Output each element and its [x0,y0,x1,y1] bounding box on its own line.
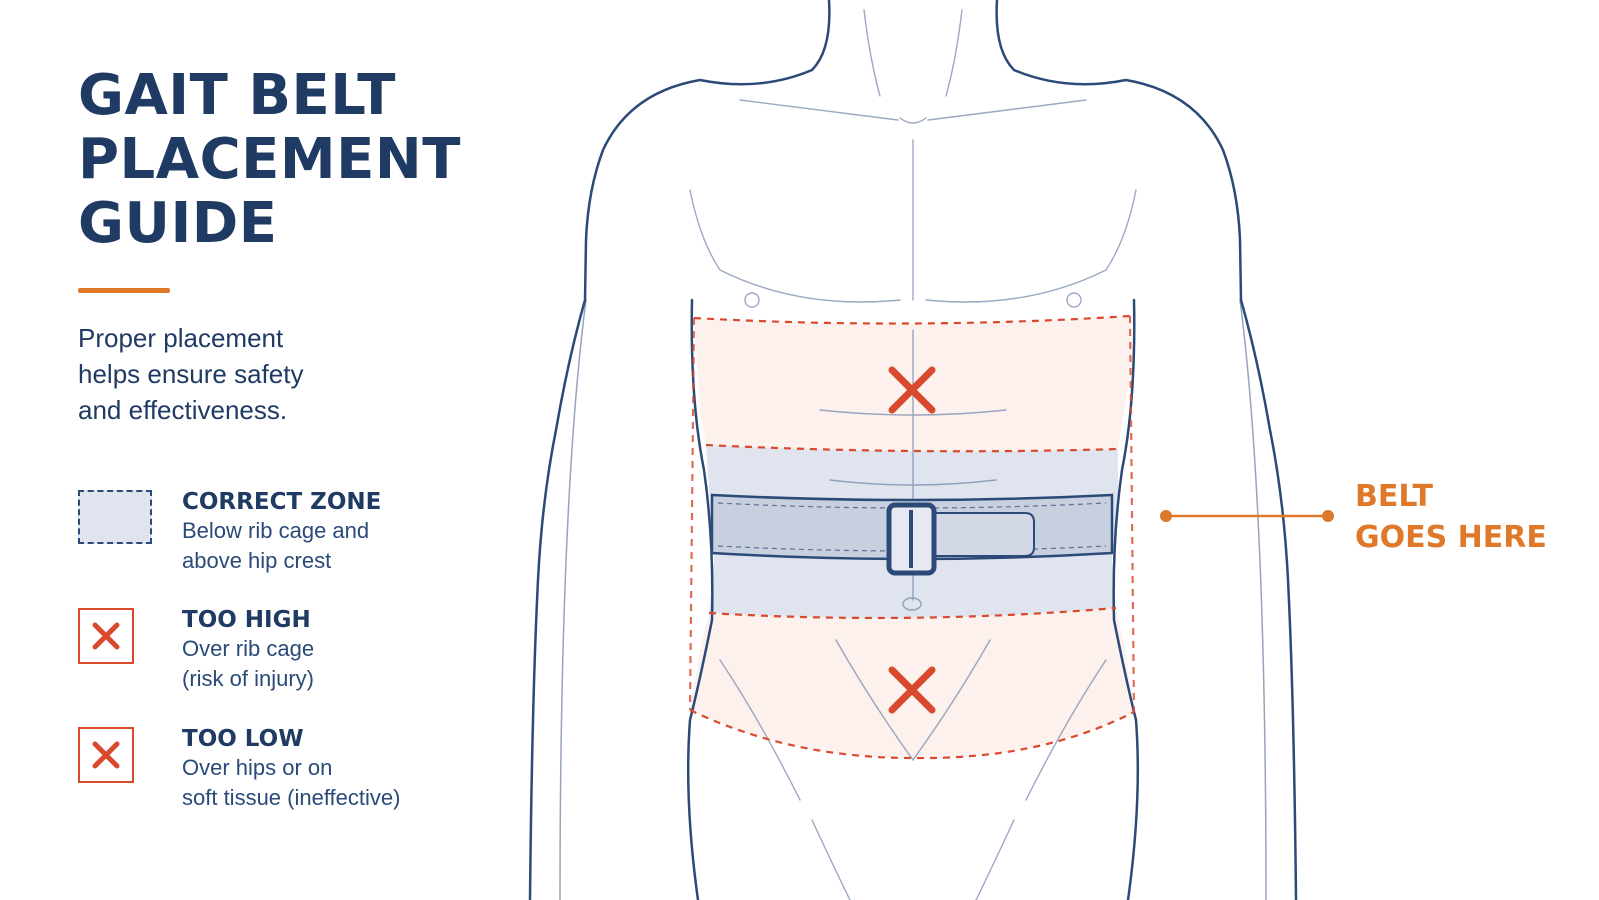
legend-text: TOO LOW Over hips or on soft tissue (ine… [182,725,512,813]
legend-desc-line: Over rib cage [182,636,315,661]
callout-line-2: GOES HERE [1355,520,1547,555]
intro-line-2: helps ensure safety [78,359,304,389]
title-accent-divider [78,288,170,293]
intro-line-1: Proper placement [78,323,284,353]
legend-title: TOO HIGH [182,607,311,633]
title-line-3: GUIDE [78,191,278,256]
x-mark-icon [78,608,134,664]
legend-text: CORRECT ZONE Below rib cage and above hi… [182,488,512,576]
title-line-1: GAIT BELT [78,63,396,128]
page-title: GAIT BELT PLACEMENT GUIDE [78,64,461,256]
zone-boundaries [688,314,1136,760]
legend-title: CORRECT ZONE [182,489,382,515]
legend-desc-line: soft tissue (ineffective) [182,785,401,810]
body-outline [528,0,1298,900]
anatomy-detail-lines [689,9,1137,900]
legend-desc-line: above hip crest [182,548,332,573]
legend-description: Over hips or on soft tissue (ineffective… [182,753,512,813]
callout-line-1: BELT [1355,479,1433,514]
legend-title: TOO LOW [182,726,304,752]
rib-cage-boundary-line [693,314,1131,325]
lower-zone-boundary-line [708,606,1117,620]
intro-line-3: and effectiveness. [78,395,288,425]
legend-desc-line: Over hips or on [182,755,333,780]
x-mark-icon [78,727,134,783]
x-mark-icon [888,366,936,414]
title-line-2: PLACEMENT [78,127,461,192]
belt-callout-label: BELT GOES HERE [1355,476,1547,558]
legend-description: Over rib cage (risk of injury) [182,634,512,694]
callout-leader-line [1160,510,1334,522]
hip-boundary-line [689,709,1135,760]
dashed-zone-swatch-icon [78,490,152,544]
upper-zone-boundary-line [705,443,1119,453]
legend-description: Below rib cage and above hip crest [182,516,512,576]
legend-desc-line: (risk of injury) [182,666,315,691]
too-low-zone [690,608,1134,759]
legend-text: TOO HIGH Over rib cage (risk of injury) [182,606,512,694]
intro-text: Proper placement helps ensure safety and… [78,320,398,428]
x-mark-icon [888,666,936,714]
gait-belt [710,493,1114,576]
legend-desc-line: Below rib cage and [182,518,370,543]
